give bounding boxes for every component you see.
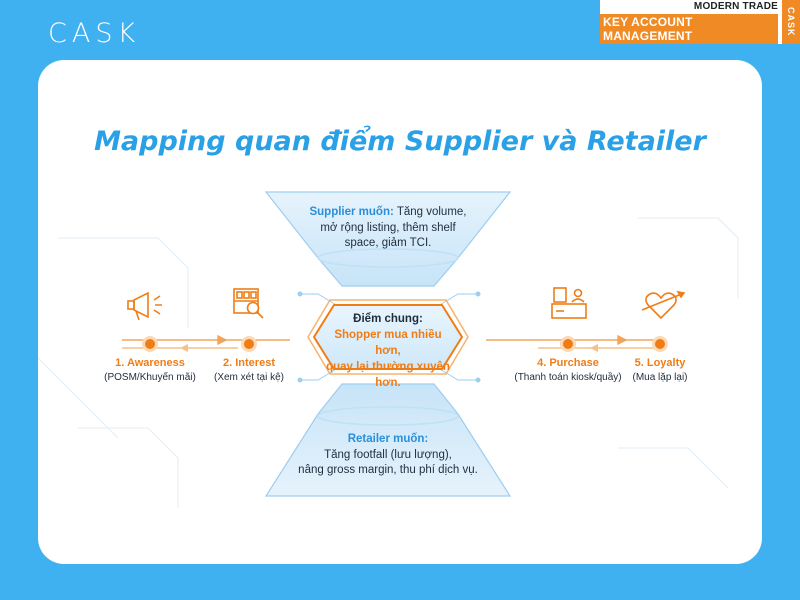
retailer-label: Retailer muốn: <box>347 433 429 445</box>
node-loyalty <box>652 336 668 352</box>
supplier-text-2: mở rộng listing, thêm shelf <box>320 221 456 234</box>
stage-awareness-sub: (POSM/Khuyến mãi) <box>104 372 196 383</box>
content-card: Mapping quan điểm Supplier và Retailer <box>38 60 762 564</box>
program-badge: MODERN TRADE KEY ACCOUNT MANAGEMENT CASK <box>600 0 800 44</box>
node-purchase <box>560 336 576 352</box>
node-awareness <box>142 336 158 352</box>
background-lines <box>38 217 739 508</box>
retailer-line-1: Tăng footfall (lưu lượng), <box>324 448 452 461</box>
stage-purchase-sub: (Thanh toán kiosk/quầy) <box>514 372 622 383</box>
cashier-icon <box>551 287 587 319</box>
common-line-2: quay lại thường xuyên hơn. <box>326 361 450 390</box>
shelf-magnifier-icon <box>233 288 264 319</box>
supplier-text-1: Tăng volume, <box>393 206 467 218</box>
common-line-1: Shopper mua nhiều hơn, <box>334 329 442 358</box>
badge-line-kam: KEY ACCOUNT MANAGEMENT <box>600 13 778 44</box>
circuit-lines <box>297 291 481 383</box>
common-ground-hexagon <box>307 299 469 375</box>
badge-line-modern-trade: MODERN TRADE <box>693 0 778 12</box>
stage-awareness-label: 1. Awareness <box>115 357 185 369</box>
supplier-funnel <box>264 191 512 287</box>
page-title: Mapping quan điểm Supplier và Retailer <box>94 126 706 157</box>
stage-interest-label: 2. Interest <box>223 357 275 369</box>
badge-side-label: CASK <box>782 0 800 44</box>
cask-logo: CASK <box>48 18 141 49</box>
stage-purchase-label: 4. Purchase <box>537 357 599 369</box>
common-ground-text: Điểm chung: Shopper mua nhiều hơn, quay … <box>324 311 452 391</box>
common-label: Điểm chung: <box>353 313 423 325</box>
stage-loyalty-label: 5. Loyalty <box>634 357 686 369</box>
retailer-line-2: nâng gross margin, thu phí dịch vụ. <box>298 464 478 477</box>
supplier-label: Supplier muốn: <box>309 206 394 218</box>
stage-interest-sub: (Xem xét tại kệ) <box>213 372 285 383</box>
funnel-diagram: Supplier muốn: Tăng volume, mở rộng list… <box>38 178 762 518</box>
stage-nodes <box>142 336 668 352</box>
supplier-text-3: space, giảm TCI. <box>344 237 432 250</box>
diagram-graphics <box>38 191 739 508</box>
retailer-text: Retailer muốn: Tăng footfall (lưu lượng)… <box>274 432 502 479</box>
retailer-funnel <box>264 383 512 497</box>
node-interest <box>241 336 257 352</box>
timeline <box>122 334 658 352</box>
supplier-text: Supplier muốn: Tăng volume, mở rộng list… <box>296 205 480 252</box>
megaphone-icon <box>127 291 162 321</box>
stage-loyalty-sub: (Mua lặp lại) <box>632 372 688 383</box>
heart-arrow-icon <box>641 290 686 320</box>
